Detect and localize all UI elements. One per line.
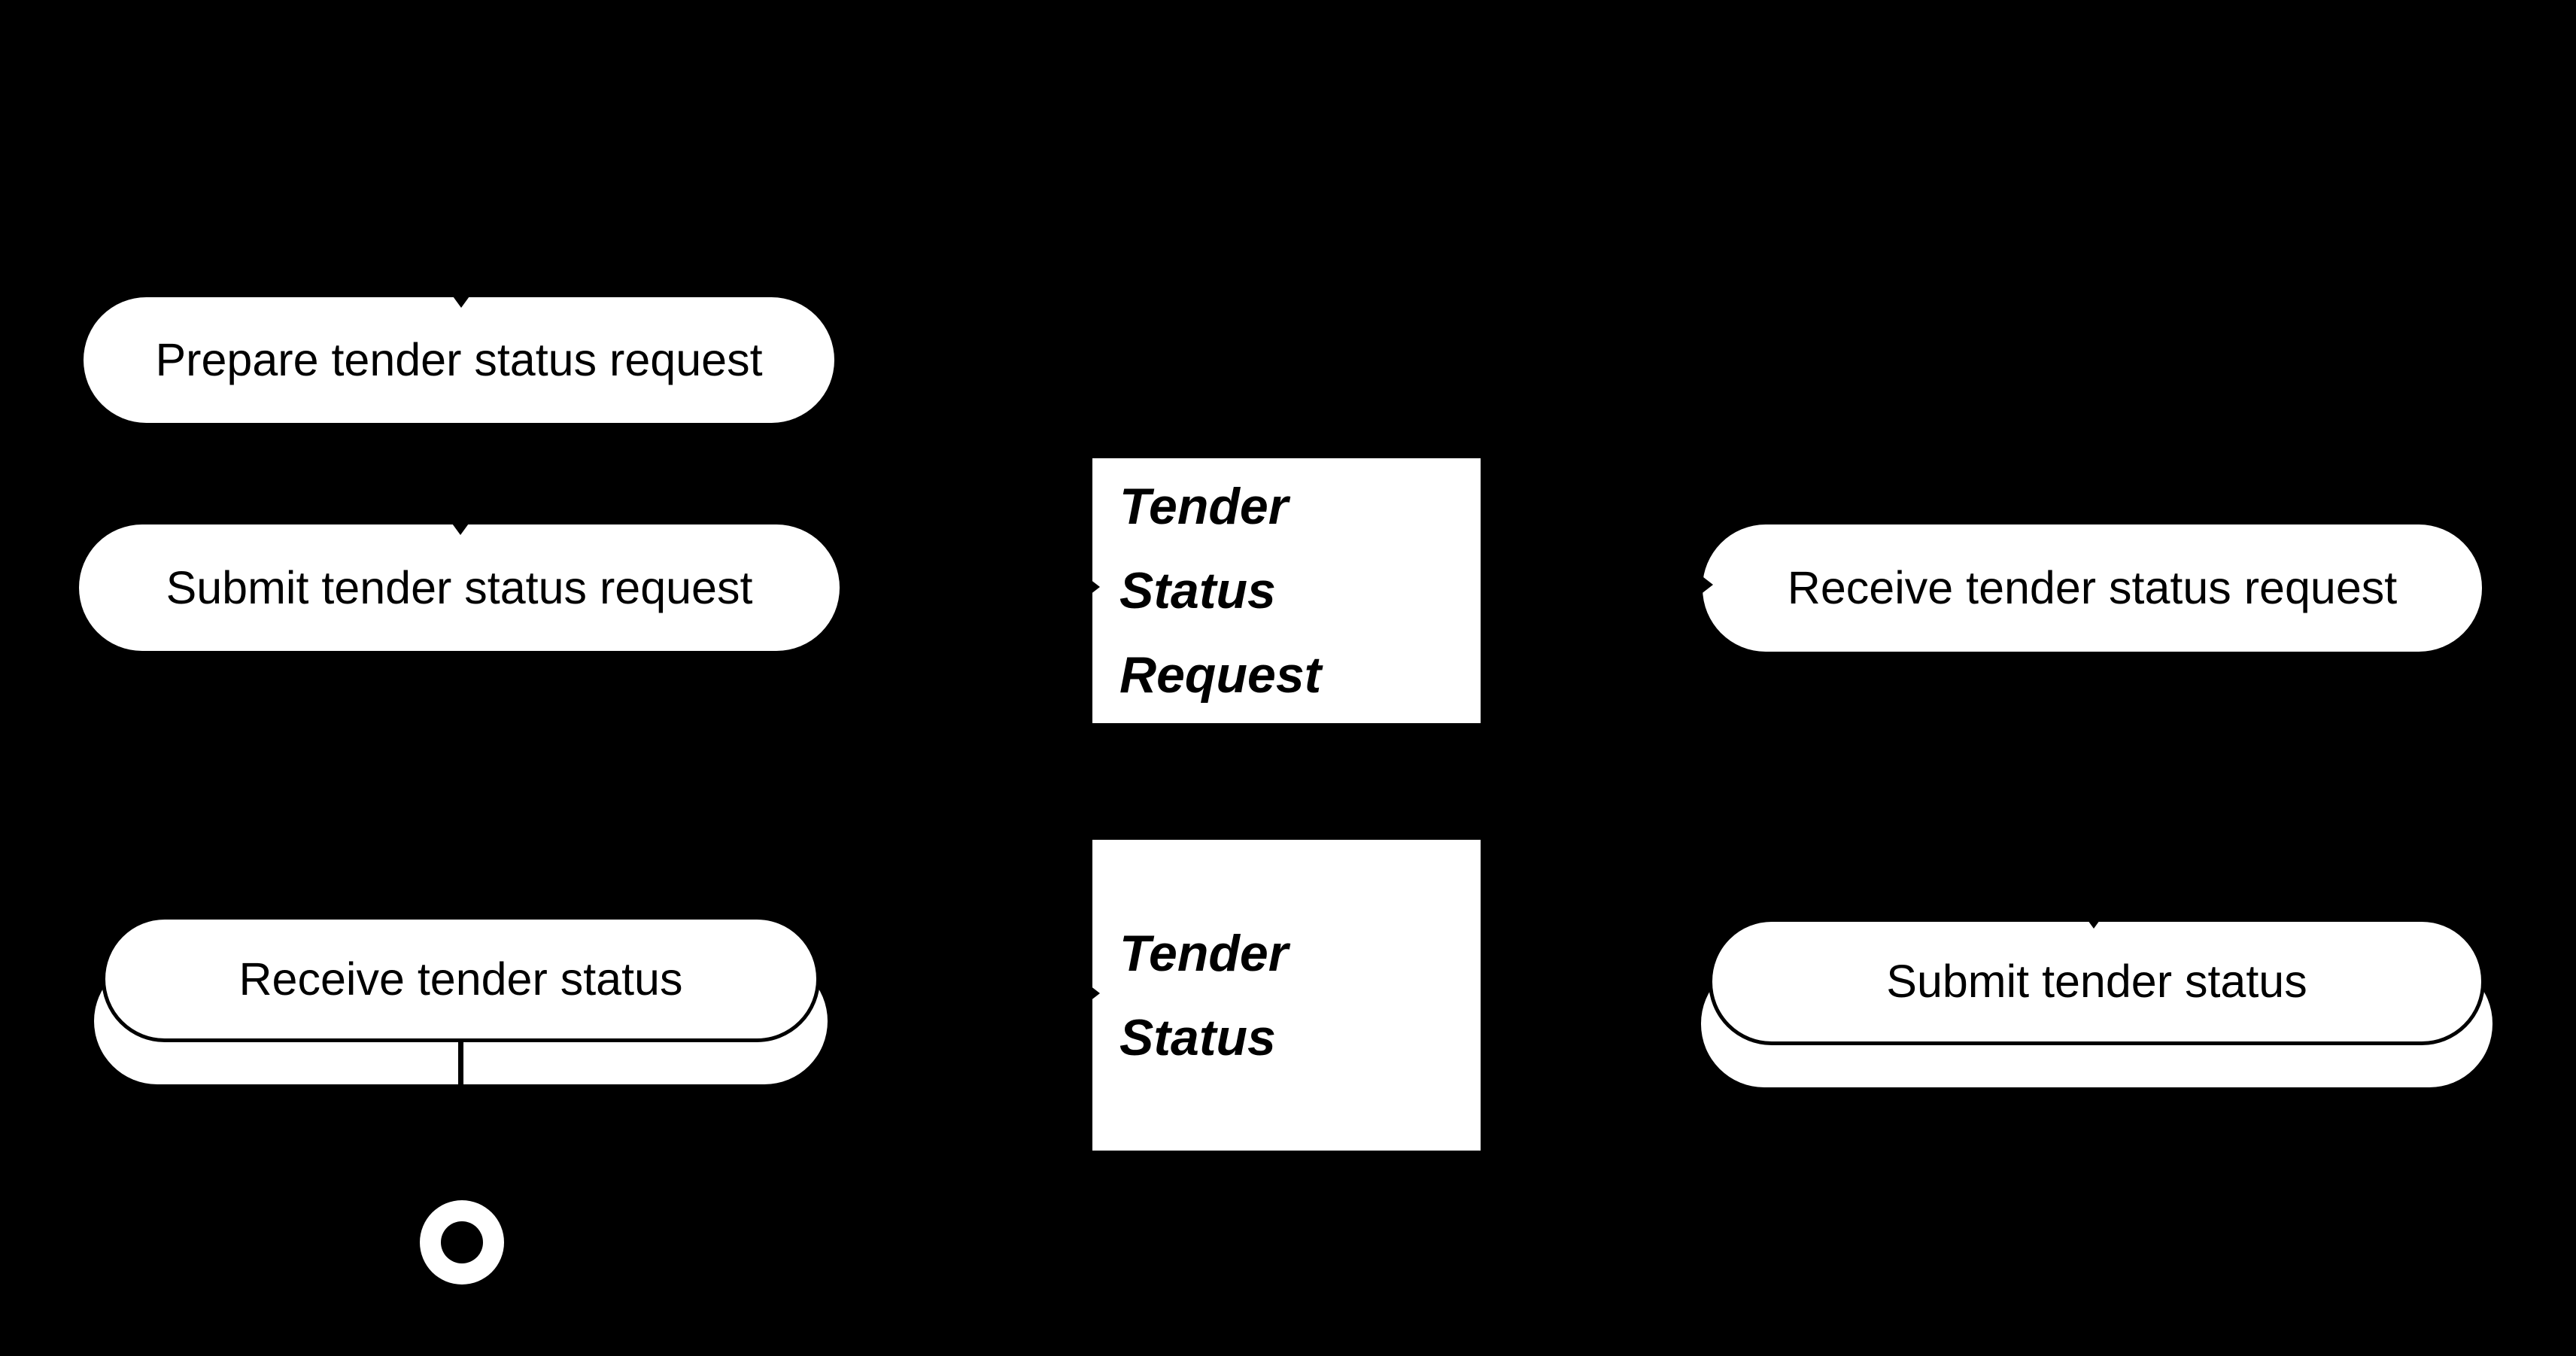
task-receive-tender-status-request: Receive tender status request [1703, 524, 2482, 652]
arrowhead-notch-icon [2082, 912, 2106, 929]
task-label: Receive tender status request [1787, 562, 2398, 613]
task-submit-tender-status: Submit tender status [1709, 918, 2485, 1045]
message-tender-status-request: Tender Status Request [1092, 458, 1481, 723]
message-line: Request [1119, 646, 1322, 704]
arrowhead-notch-icon [1083, 981, 1100, 1006]
task-receive-tender-status: Receive tender status [102, 916, 820, 1042]
end-event-inner-dot [441, 1221, 483, 1263]
task-label: Receive tender status [238, 953, 683, 1005]
task-prepare-tender-status-request: Prepare tender status request [84, 297, 834, 423]
arrowhead-notch-icon [1083, 574, 1100, 600]
task-submit-tender-status-request: Submit tender status request [79, 524, 840, 651]
arrowhead-notch-icon [449, 291, 473, 308]
message-line: Tender [1119, 478, 1289, 535]
message-tender-status: Tender Status [1092, 840, 1481, 1151]
end-event-icon [420, 1200, 504, 1285]
arrowhead-notch-icon [1697, 572, 1713, 597]
task-label: Submit tender status request [166, 561, 753, 613]
task-label: Submit tender status [1886, 956, 2307, 1007]
message-line: Status [1119, 1008, 1276, 1066]
task-label: Prepare tender status request [155, 334, 763, 385]
message-line: Status [1119, 562, 1276, 619]
message-line: Tender [1119, 924, 1289, 982]
sequence-flow-line [458, 1037, 463, 1200]
arrowhead-notch-icon [448, 518, 472, 535]
